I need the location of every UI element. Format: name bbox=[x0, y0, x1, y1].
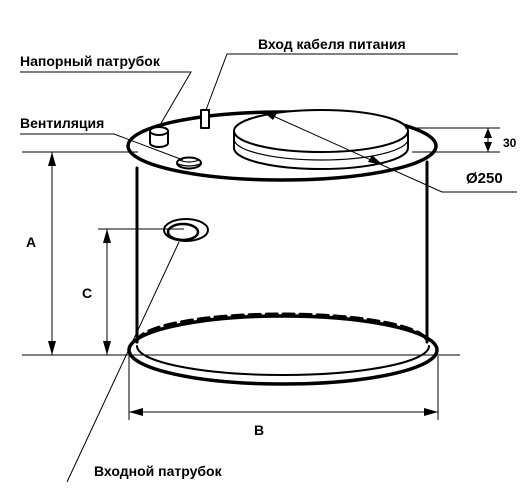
dimension-b-label: B bbox=[254, 422, 265, 438]
dimension-diameter-arrow-start bbox=[262, 111, 277, 120]
inlet-pipe-leader bbox=[66, 241, 180, 483]
dimension-c-arrow-top bbox=[103, 229, 111, 243]
inlet-pipe-opening bbox=[166, 222, 200, 242]
dimension-c-arrow-bottom bbox=[103, 341, 111, 355]
power-cable-inlet-label: Вход кабеля питания bbox=[258, 36, 406, 52]
hatch-neck-ring bbox=[233, 138, 409, 161]
dimension-a-line bbox=[22, 151, 460, 356]
bottom-base-ring bbox=[127, 314, 439, 386]
dimension-a-arrow-top bbox=[48, 152, 56, 166]
dimension-30-arrow-bottom bbox=[484, 142, 492, 152]
dimension-a-label: A bbox=[26, 234, 37, 250]
pressure-pipe-label: Напорный патрубок bbox=[20, 53, 160, 69]
dimension-b-arrow-left bbox=[129, 408, 143, 416]
bottom-hidden-rim bbox=[135, 312, 429, 344]
pressure-pipe-top bbox=[149, 126, 169, 136]
dimension-diameter-arrow-end bbox=[368, 155, 383, 165]
pressure-pipe-leader bbox=[20, 71, 192, 126]
dimension-b-line bbox=[128, 356, 439, 420]
dimension-c-line bbox=[98, 228, 184, 355]
power-cable-entry bbox=[200, 109, 210, 129]
ventilation-label: Вентиляция bbox=[20, 115, 105, 131]
dimension-a-arrow-bottom bbox=[48, 341, 56, 355]
dimension-diameter-line bbox=[261, 110, 517, 193]
power-cable-leader bbox=[205, 53, 458, 111]
hatch-cover bbox=[233, 109, 409, 153]
ventilation-fitting-ridges bbox=[177, 159, 201, 167]
dimension-c-label: C bbox=[82, 285, 93, 301]
ventilation-leader bbox=[20, 133, 184, 161]
inlet-pipe-label: Входной патрубок bbox=[94, 463, 222, 479]
dimension-diameter-label: Ø250 bbox=[466, 170, 503, 187]
dimension-30-arrow-top bbox=[484, 128, 492, 138]
bottom-base-inner-edge bbox=[136, 345, 430, 376]
dimension-height-label: 30 bbox=[503, 136, 517, 150]
dimension-b-arrow-right bbox=[424, 408, 438, 416]
